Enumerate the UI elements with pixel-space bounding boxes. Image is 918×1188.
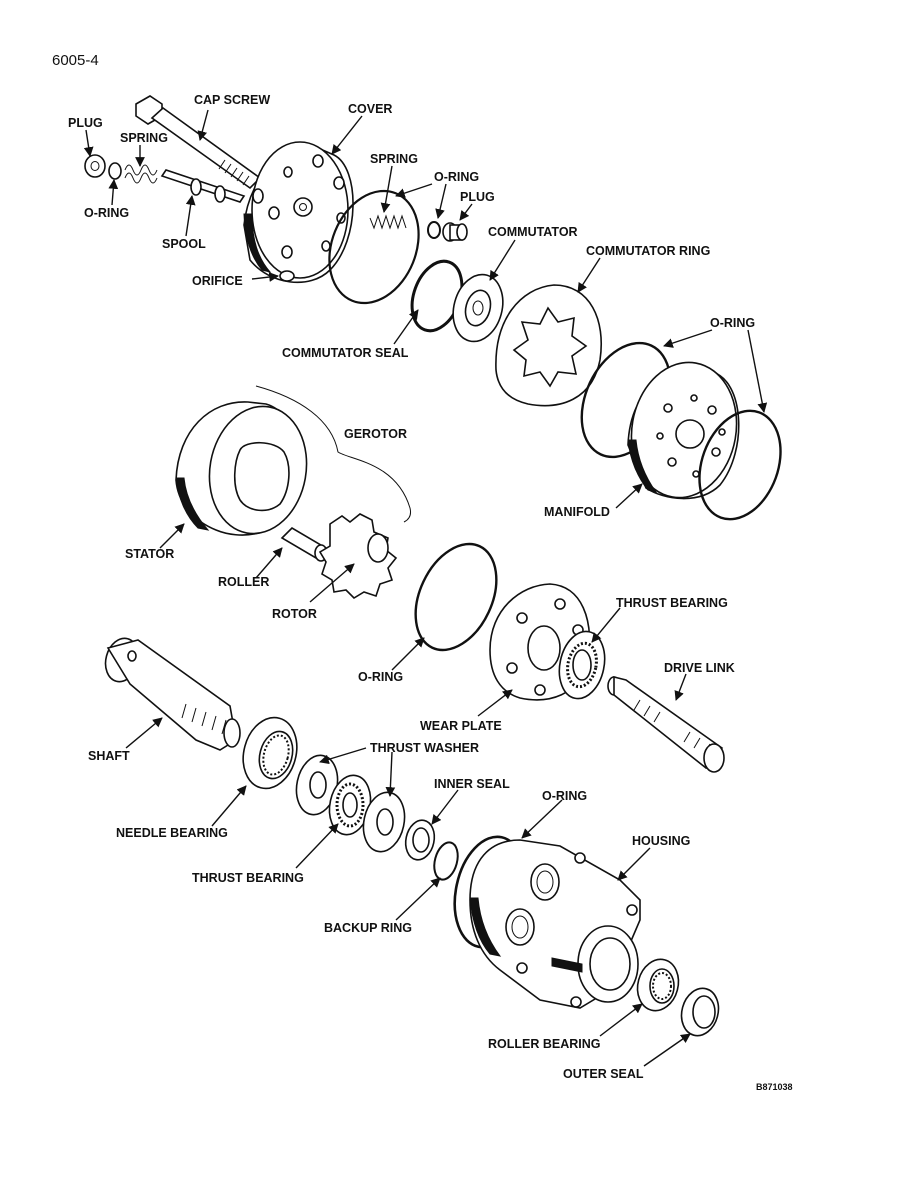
drive-link-part	[607, 675, 725, 773]
stator-part	[175, 401, 308, 536]
plug-left-part	[84, 154, 106, 178]
outer-seal-part	[680, 987, 720, 1037]
label-needle-bearing: NEEDLE BEARING	[116, 826, 228, 840]
leader-lines	[83, 109, 768, 1067]
orifice-part	[279, 270, 295, 282]
plug-mid-part	[442, 222, 468, 242]
label-o-ring-manifold: O-RING	[710, 316, 755, 330]
spring-left-part	[124, 164, 158, 184]
thrust-bearing-bottom-part	[328, 774, 372, 836]
label-wear-plate: WEAR PLATE	[420, 719, 502, 733]
inner-seal-part	[404, 819, 436, 861]
backup-ring-part	[433, 841, 459, 881]
spool-part	[160, 169, 246, 203]
label-backup-ring: BACKUP RING	[324, 921, 412, 935]
o-ring-small-part	[427, 221, 441, 239]
label-housing: HOUSING	[632, 834, 690, 848]
commutator-part	[452, 273, 504, 343]
label-commutator-seal: COMMUTATOR SEAL	[282, 346, 409, 360]
label-spring-mid: SPRING	[370, 152, 418, 166]
label-thrust-bearing-bottom: THRUST BEARING	[192, 871, 304, 885]
page-number: 6005-4	[52, 52, 99, 69]
housing-part	[453, 835, 641, 1009]
commutator-ring-part	[495, 284, 602, 407]
label-roller: ROLLER	[218, 575, 269, 589]
cover-part	[243, 141, 354, 284]
label-orifice: ORIFICE	[192, 274, 243, 288]
needle-bearing-part	[242, 716, 298, 790]
label-manifold: MANIFOLD	[544, 505, 610, 519]
label-stator: STATOR	[125, 547, 174, 561]
roller-part	[280, 526, 328, 562]
o-ring-wear-part	[414, 542, 498, 652]
thrust-bearing-top-part	[558, 630, 606, 700]
o-ring-left-part	[108, 162, 122, 180]
label-outer-seal: OUTER SEAL	[563, 1067, 644, 1081]
label-plug-left: PLUG	[68, 116, 103, 130]
label-spring-left: SPRING	[120, 131, 168, 145]
figure-code: B871038	[756, 1082, 793, 1092]
label-o-ring-top: O-RING	[434, 170, 479, 184]
spring-mid-part	[369, 214, 407, 230]
label-thrust-washer: THRUST WASHER	[370, 741, 479, 755]
manifold-part	[627, 361, 740, 500]
label-o-ring-left: O-RING	[84, 206, 129, 220]
label-roller-bearing: ROLLER BEARING	[488, 1037, 601, 1051]
label-plug-mid: PLUG	[460, 190, 495, 204]
gerotor-bracket	[255, 385, 411, 523]
rotor-part	[318, 513, 398, 600]
label-rotor: ROTOR	[272, 607, 317, 621]
label-drive-link: DRIVE LINK	[664, 661, 735, 675]
label-inner-seal: INNER SEAL	[434, 777, 510, 791]
label-commutator-ring: COMMUTATOR RING	[586, 244, 710, 258]
thrust-washer-part	[295, 754, 339, 816]
label-thrust-bearing-top: THRUST BEARING	[616, 596, 728, 610]
shaft-part	[104, 637, 241, 751]
label-cap-screw: CAP SCREW	[194, 93, 270, 107]
label-shaft: SHAFT	[88, 749, 130, 763]
label-o-ring-wear: O-RING	[358, 670, 403, 684]
label-cover: COVER	[348, 102, 392, 116]
label-spool: SPOOL	[162, 237, 206, 251]
label-commutator: COMMUTATOR	[488, 225, 578, 239]
label-o-ring-housing: O-RING	[542, 789, 587, 803]
label-gerotor: GEROTOR	[344, 427, 407, 441]
roller-bearing-part	[636, 958, 680, 1012]
